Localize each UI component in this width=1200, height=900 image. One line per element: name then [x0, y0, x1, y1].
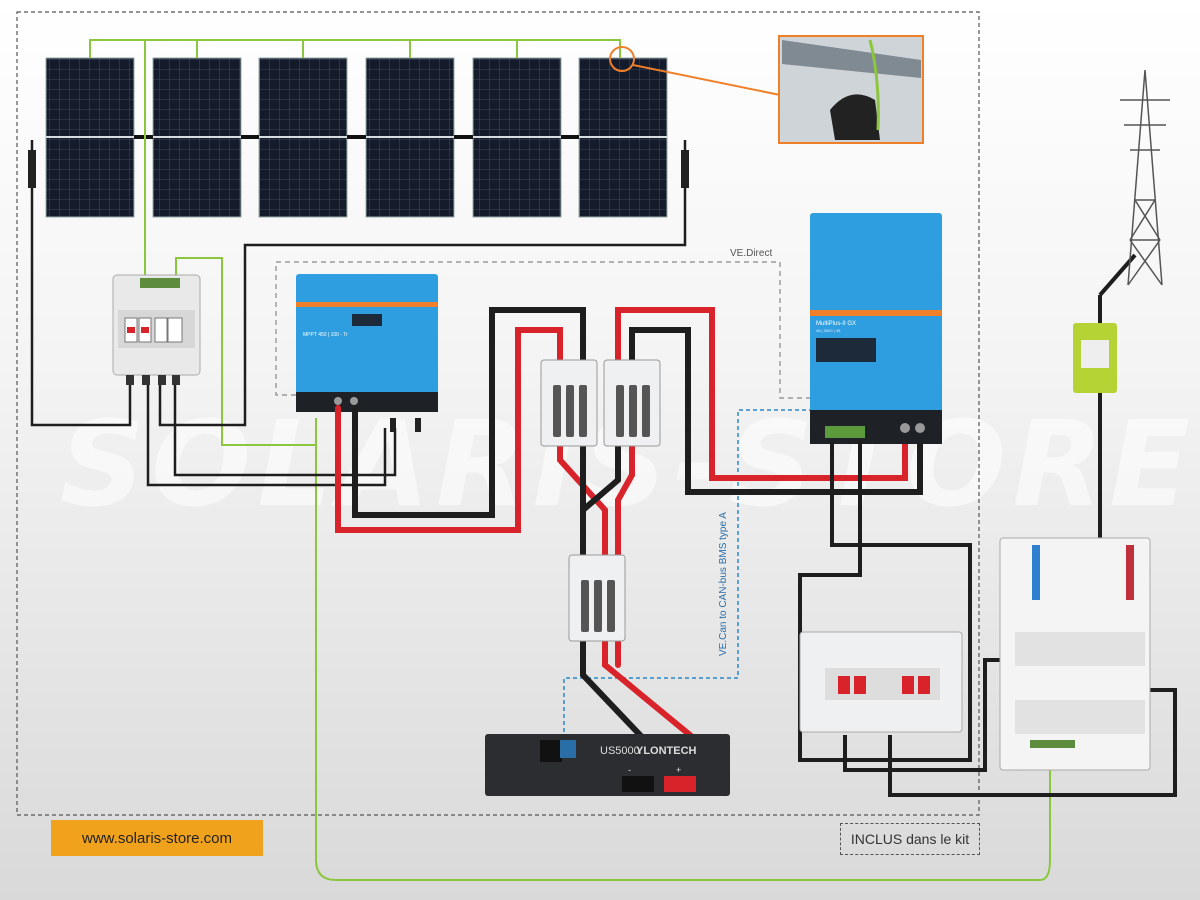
multiplus-sub: 48 | 3000 | 35: [816, 328, 841, 333]
battery-model: US5000: [600, 745, 640, 757]
mppt-charge-controller: MPPT 450 | 100 - Tr: [296, 274, 438, 432]
solar-panel-array: [45, 57, 668, 218]
kit-included-note: INCLUS dans le kit: [840, 823, 980, 855]
multiplus-label: MultiPlus-II GX: [816, 321, 856, 327]
ve-direct-label: VE.Direct: [730, 248, 772, 259]
ac-distribution-box: [799, 631, 963, 733]
pv-combiner-box: [112, 274, 201, 385]
dc-fuse-holders: [540, 359, 661, 642]
website-badge: www.solaris-store.com: [51, 820, 263, 856]
power-pylon-icon: [1120, 69, 1170, 286]
earth-wires: [89, 39, 1075, 881]
pv-string-wires: [30, 140, 687, 487]
main-electrical-panel: [999, 537, 1151, 771]
multiplus-inverter: MultiPlus-II GX 48 | 3000 | 35: [810, 213, 942, 444]
battery-plus: +: [676, 765, 681, 775]
battery-pack: US5000 YLONTECH - +: [485, 734, 730, 796]
can-bus-cable: [563, 409, 876, 742]
can-bus-label: VE.Can to CAN-bus BMS type A: [718, 512, 729, 656]
battery-brand: YLONTECH: [636, 745, 697, 757]
detail-highlight: [609, 46, 635, 72]
battery-minus: -: [628, 765, 631, 775]
mppt-label: MPPT 450 | 100 - Tr: [303, 332, 348, 338]
energy-meter: [1073, 323, 1117, 393]
